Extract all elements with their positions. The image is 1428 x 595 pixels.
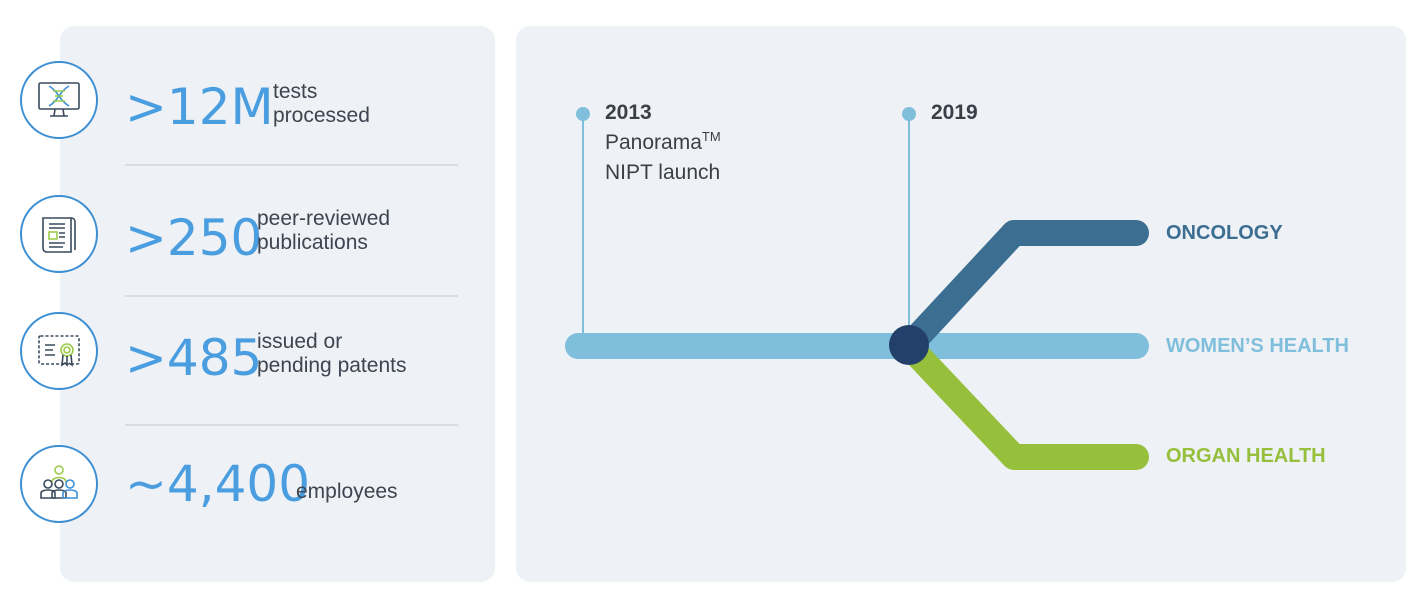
branch-label-oncology: ONCOLOGY: [1166, 222, 1283, 244]
branch-node: [889, 325, 929, 365]
stat-value-tests: >12M: [125, 78, 274, 136]
milestone-text-line: NIPT launch: [605, 161, 721, 184]
branch-label-organ-health: ORGAN HEALTH: [1166, 445, 1326, 467]
stats-panel: [60, 26, 495, 582]
stat-label-line: peer-reviewed: [257, 207, 391, 230]
stat-value-publications: >250: [125, 209, 263, 267]
milestone-year-2019: 2019: [931, 101, 978, 124]
milestone-dot-2019: [902, 107, 916, 121]
milestone-year-2013: 2013: [605, 101, 652, 124]
organ-health-line: [896, 333, 1149, 470]
employees-icon: [20, 445, 98, 523]
stat-label-employees: employees: [296, 480, 398, 504]
branch-label-womens-health: WOMEN’S HEALTH: [1166, 335, 1349, 357]
stat-label-line: employees: [296, 480, 398, 503]
milestone-dot-2013: [576, 107, 590, 121]
trademark: TM: [701, 129, 721, 144]
stat-label-line: issued or: [257, 330, 343, 353]
certificate-icon: [20, 312, 98, 390]
divider: [125, 164, 458, 166]
oncology-line: [896, 220, 1149, 359]
dna-monitor-icon: [20, 61, 98, 139]
stat-label-line: publications: [257, 231, 368, 254]
divider: [125, 424, 458, 426]
publication-icon: [20, 195, 98, 273]
stat-label-line: tests: [273, 80, 318, 103]
stat-label-tests: tests processed: [273, 80, 370, 128]
stat-label-line: pending patents: [257, 354, 407, 377]
stat-label-publications: peer-reviewed publications: [257, 207, 390, 255]
stat-value-employees: ~4,400: [125, 455, 311, 513]
milestone-text-line: PanoramaTM: [605, 128, 721, 158]
milestone-text-2013: PanoramaTM NIPT launch: [605, 128, 721, 188]
stat-label-patents: issued or pending patents: [257, 330, 406, 378]
product-name: Panorama: [605, 131, 702, 154]
stat-label-line: processed: [273, 104, 370, 127]
divider: [125, 295, 458, 297]
stat-value-patents: >485: [125, 329, 263, 387]
